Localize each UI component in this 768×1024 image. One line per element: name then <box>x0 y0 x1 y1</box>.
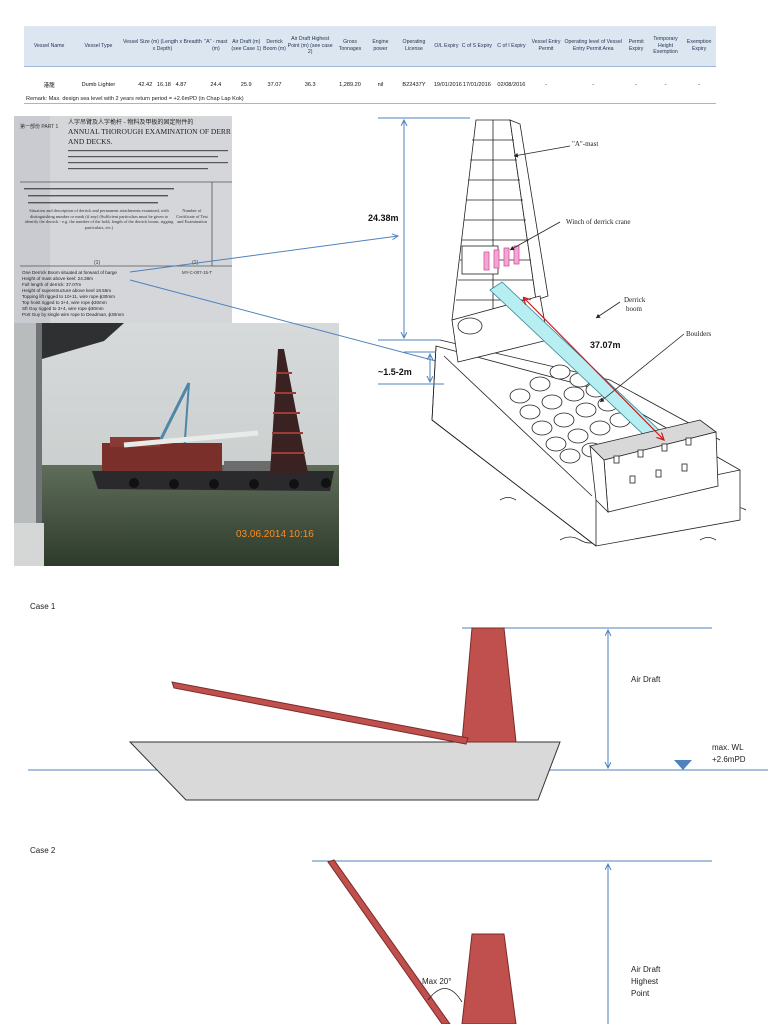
cell-vessel-size: 42.42 16.18 4.87 <box>122 66 203 104</box>
vessel-table: Vessel Name Vessel Type Vessel Size (m) … <box>24 26 716 104</box>
barge-photo: 03.06.2014 10:16 <box>14 323 339 566</box>
cell-operating-level: - <box>562 66 624 104</box>
header-gross-tonnages: Gross Tonnages <box>338 39 362 52</box>
case2-angle-label: Max 20° <box>422 977 452 986</box>
doc-title-en-1: ANNUAL THOROUGH EXAMINATION OF DERR <box>68 127 231 136</box>
case1-title: Case 1 <box>30 602 56 611</box>
connector-mast-height <box>129 236 398 273</box>
dim-freeboard-label: ~1.5-2m <box>378 367 412 377</box>
doc-line-6: Sft Guy rigged to 3+4, wire rope ϕ30mm <box>22 306 104 311</box>
cell-permit-expiry: - <box>623 66 649 104</box>
doc-line-3: Height of superstructure above keel 18.5… <box>22 288 111 293</box>
header-permit-expiry: Permit Expiry <box>628 39 644 52</box>
header-air-draft: Air Draft (m) (see Case 1) <box>231 39 262 52</box>
case2-title: Case 2 <box>30 846 56 855</box>
header-a-mast: "A" - mast (m) <box>204 39 228 52</box>
case2-air-draft-line2: Highest <box>631 977 659 986</box>
header-ol-expiry: O/L Expiry <box>434 42 459 49</box>
header-vessel-name: Vessel Name <box>33 42 65 49</box>
cell-vessel-type: Dumb Lighter <box>74 66 123 104</box>
header-vessel-size: Vessel Size (m) (Length x Breadth x Dept… <box>123 39 202 52</box>
table-header-row: Vessel Name Vessel Type Vessel Size (m) … <box>24 26 716 67</box>
dim-mast-height-label: 24.38m <box>368 213 399 223</box>
doc-cert-no: MY-C-007-15-T <box>182 270 212 275</box>
case2-air-draft-line3: Point <box>631 989 650 998</box>
case2-air-draft-label: Air Draft Highest Point <box>631 964 660 1000</box>
header-air-draft-highest: Air Draft Highest Point (m) (see case 2) <box>287 36 333 56</box>
header-operating-level: Operating level of Vessel Entry Permit A… <box>564 39 622 52</box>
cell-air-draft: 25.9 <box>229 66 263 104</box>
doc-part-label: 第一部份 PART 1 <box>20 123 59 130</box>
header-derrick-boom: Derrick Boom (m) <box>263 39 286 52</box>
certificate-photo: 第一部份 PART 1 人字吊臂及人字桅杆 - 物料及甲板的固定附件的 ANNU… <box>14 116 232 326</box>
case1-air-draft-label: Air Draft <box>631 675 661 684</box>
cell-height-exemption: - <box>648 66 683 104</box>
cell-depth: 4.87 <box>175 82 187 88</box>
dim-mast-height <box>378 117 470 385</box>
doc-line-5: Top hoist rigged to 3+4, wire rope ϕ30mm <box>22 300 107 305</box>
label-derrick-boom: Derrick boom <box>624 296 645 314</box>
vessel-table-container: Vessel Name Vessel Type Vessel Size (m) … <box>24 26 716 104</box>
label-derrick-boom-line1: Derrick <box>624 296 646 304</box>
header-vessel-type: Vessel Type <box>84 42 113 49</box>
cell-derrick-boom: 37.07 <box>263 66 287 104</box>
header-coi-expiry: C of I Expiry <box>497 42 526 49</box>
label-derrick-boom-line2: boom <box>626 305 642 313</box>
header-operating-license: Operating License <box>402 39 426 52</box>
case1-wl-level: +2.6mPD <box>712 755 746 764</box>
doc-col-head-left: Situation and description of derrick and… <box>24 208 174 230</box>
doc-col-head-right: Number of Certificate of Test and Examin… <box>176 208 208 225</box>
cell-cos-expiry: 17/01/2016 <box>460 66 494 104</box>
cell-exemption-expiry: - <box>682 66 716 104</box>
cell-operating-license: B22437Y <box>395 66 433 104</box>
barge-photo-graphic: 03.06.2014 10:16 <box>14 323 339 566</box>
doc-line-1: Height of mast above keel: 24.38m <box>22 276 93 281</box>
label-a-mast: "A"-mast <box>572 140 599 148</box>
case1-diagram <box>28 627 768 801</box>
doc-title-cn: 人字吊臂及人字桅杆 - 物料及甲板的固定附件的 <box>68 118 193 126</box>
label-boulders: Boulders <box>686 330 712 338</box>
header-engine-power: Engine power <box>372 39 389 52</box>
dim-boom-length <box>524 298 664 440</box>
header-height-exemption: Temporary Height Exemption <box>653 36 678 56</box>
remark-text: Remark: Max. design sea level with 2 yea… <box>26 96 244 102</box>
cell-vessel-name: 港龍 <box>24 66 75 104</box>
doc-line-2: Full length of derrick: 37.07m <box>22 282 81 287</box>
doc-title-en-2: AND DECKS. <box>68 137 113 146</box>
doc-line-0: One Derrick Boom situated at forward of … <box>22 270 117 275</box>
case1-max-wl: max. WL <box>712 743 744 752</box>
table-row: 港龍 Dumb Lighter 42.42 16.18 4.87 24.4 25… <box>24 66 716 104</box>
certificate-photo-graphic: 第一部份 PART 1 人字吊臂及人字桅杆 - 物料及甲板的固定附件的 ANNU… <box>14 116 232 326</box>
cell-ol-expiry: 19/01/2016 <box>432 66 462 104</box>
case2-air-draft-line1: Air Draft <box>631 965 661 974</box>
doc-line-7: Port Guy by single wire rope to Deadman,… <box>22 312 124 317</box>
header-cos-expiry: C of S Expiry <box>461 42 492 49</box>
doc-line-4: Topping lift rigged to 10+11, wire rope … <box>22 294 115 299</box>
header-exemption-expiry: Exemption Expiry <box>686 39 712 52</box>
cell-entry-permit: - <box>529 66 563 104</box>
photo-timestamp: 03.06.2014 10:16 <box>236 529 314 540</box>
cell-length: 42.42 <box>138 82 153 88</box>
cell-engine-power: nil <box>365 66 396 104</box>
cell-coi-expiry: 02/08/2016 <box>493 66 530 104</box>
cell-a-mast: 24.4 <box>202 66 230 104</box>
header-entry-permit: Vessel Entry Permit <box>531 39 561 52</box>
case2-diagram <box>312 859 712 1024</box>
cell-breadth: 16.18 <box>156 82 171 88</box>
dim-boom-length-label: 37.07m <box>590 340 621 350</box>
cell-gross-tonnage: 1,289.20 <box>334 66 366 104</box>
cell-air-draft-highest: 36.3 <box>286 66 335 104</box>
label-winch: Winch of derrick crane <box>566 218 631 226</box>
doc-col-num-1: (1) <box>94 260 100 266</box>
